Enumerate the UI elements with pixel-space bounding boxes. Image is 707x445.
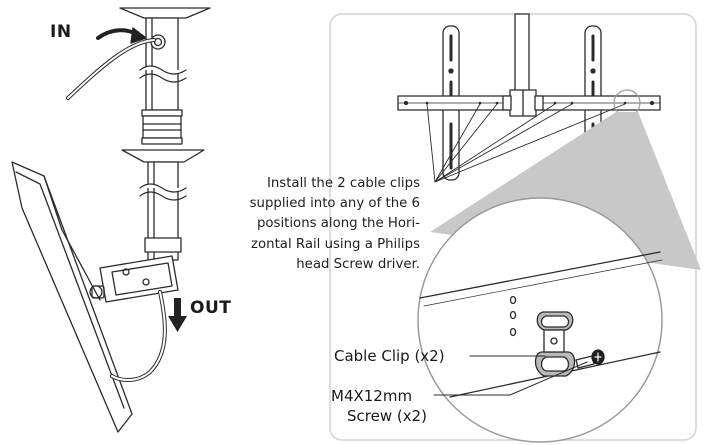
instruction-text: Install the 2 cable clips supplied into …	[205, 174, 420, 275]
screw-size-label: M4X12mm	[331, 387, 413, 405]
left-mount-illustration	[11, 7, 211, 433]
out-label: OUT	[190, 298, 232, 318]
instruction-line: head Screw driver.	[296, 256, 420, 272]
instruction-line: supplied into any of the 6	[249, 196, 420, 212]
cable-clip-label: Cable Clip (x2)	[334, 347, 445, 365]
screw-leader-line	[433, 361, 588, 396]
instruction-leader-lines	[426, 103, 626, 183]
in-arrow-icon	[96, 27, 147, 44]
instruction-line: positions along the Hori-	[256, 216, 420, 232]
instruction-line: Install the 2 cable clips	[266, 176, 420, 191]
screw-count-label: Screw (x2)	[347, 407, 427, 425]
in-label: IN	[50, 22, 72, 42]
instruction-line: zontal Rail using a Philips	[251, 236, 420, 252]
out-arrow-icon	[168, 298, 187, 332]
